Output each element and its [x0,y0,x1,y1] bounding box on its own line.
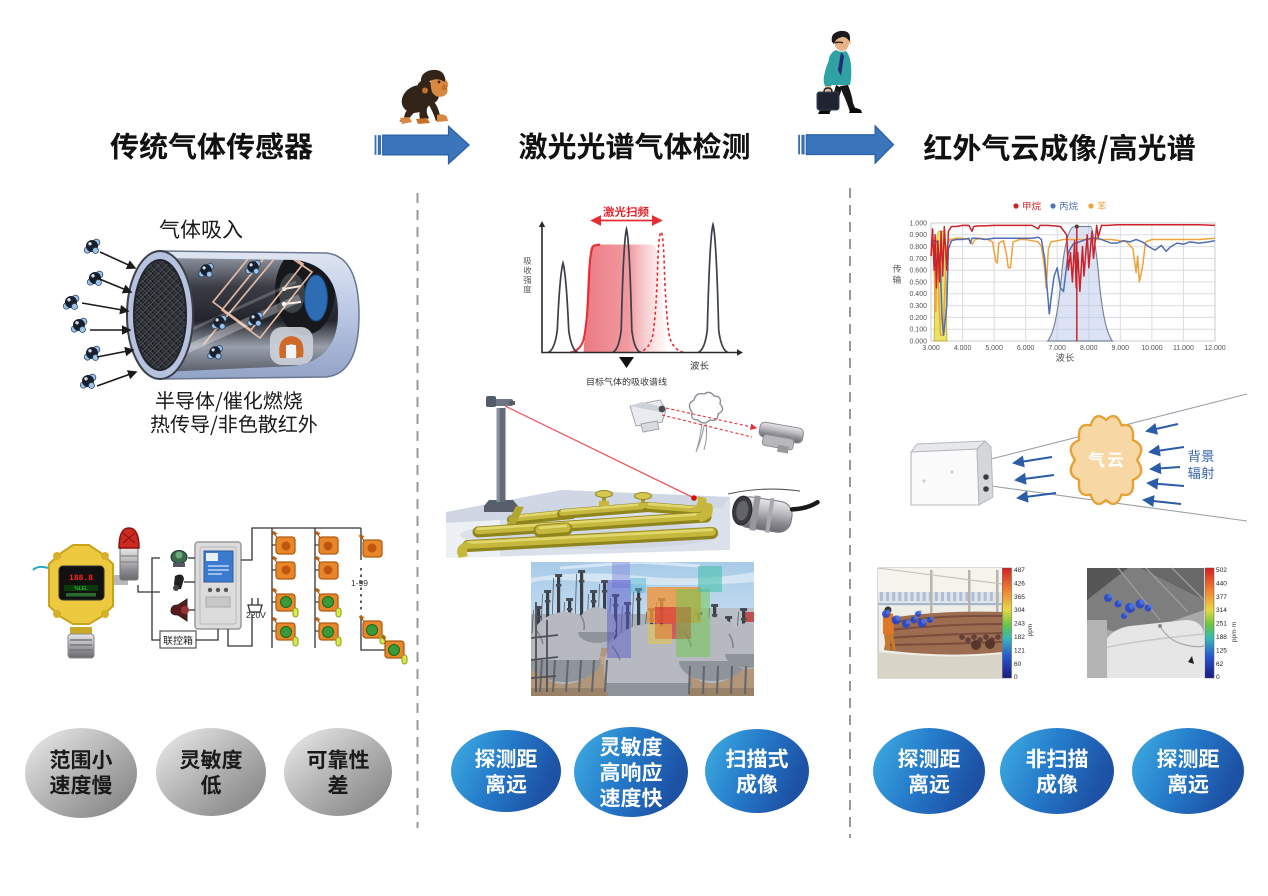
svg-text:243: 243 [1014,621,1025,628]
svg-text:0.100: 0.100 [909,327,927,334]
svg-text:4.000: 4.000 [954,345,972,352]
svg-text:304: 304 [1014,607,1025,614]
svg-text:251: 251 [1216,621,1227,628]
svg-text:365: 365 [1014,594,1025,601]
svg-text:0.700: 0.700 [909,256,927,263]
svg-text:125: 125 [1216,647,1227,654]
svg-text:314: 314 [1216,607,1227,614]
svg-text:182: 182 [1014,634,1025,641]
svg-text:121: 121 [1014,647,1025,654]
svg-text:188: 188 [1216,634,1227,641]
svg-text:0.600: 0.600 [909,268,927,275]
svg-text:0.400: 0.400 [909,291,927,298]
svg-text:502: 502 [1216,567,1227,574]
svg-text:220V: 220V [246,610,266,620]
svg-text:ppm·m: ppm·m [1231,622,1238,642]
svg-text:9.000: 9.000 [1112,345,1130,352]
svg-text:377: 377 [1216,594,1227,601]
svg-text:440: 440 [1216,580,1227,587]
svg-text:6.000: 6.000 [1017,345,1035,352]
svg-text:0.300: 0.300 [909,303,927,310]
svg-text:10.000: 10.000 [1141,345,1163,352]
svg-text:0: 0 [1014,674,1018,681]
svg-text:0.900: 0.900 [909,232,927,239]
svg-text:5.000: 5.000 [985,345,1003,352]
svg-text:1.000: 1.000 [909,220,927,227]
svg-text:1-99: 1-99 [351,578,368,588]
svg-text:0.000: 0.000 [909,338,927,345]
svg-text:7.000: 7.000 [1048,345,1066,352]
svg-text:0: 0 [1216,674,1220,681]
svg-text:0.200: 0.200 [909,315,927,322]
svg-text:0.800: 0.800 [909,244,927,251]
svg-text:ppm: ppm [1027,624,1034,637]
svg-text:0.500: 0.500 [909,279,927,286]
svg-text:487: 487 [1014,567,1025,574]
svg-text:60: 60 [1014,661,1022,668]
svg-text:8.000: 8.000 [1080,345,1098,352]
svg-text:188.8: 188.8 [69,574,93,583]
svg-text:3.000: 3.000 [922,345,940,352]
svg-text:62: 62 [1216,661,1224,668]
svg-text:426: 426 [1014,580,1025,587]
svg-text:12.000: 12.000 [1204,345,1226,352]
svg-text:11.000: 11.000 [1173,345,1194,352]
svg-text:%LEL: %LEL [74,586,88,592]
